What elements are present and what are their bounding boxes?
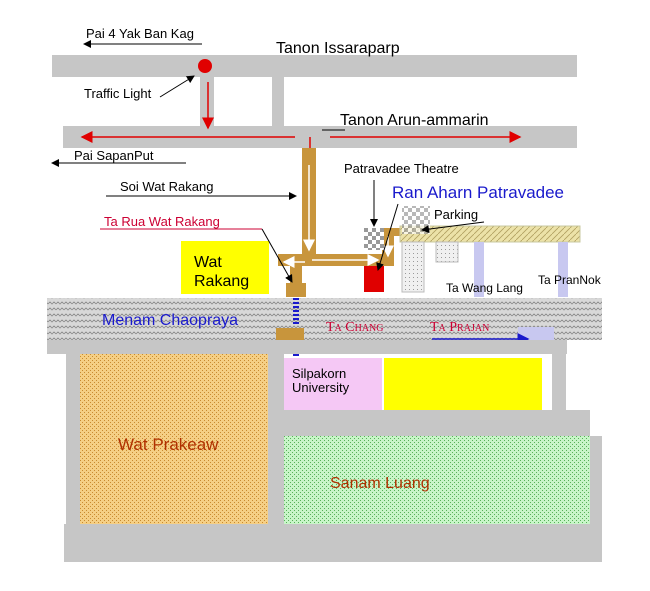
label-ta-wang-lang: Ta Wang Lang: [446, 281, 523, 295]
road-bottom: [64, 524, 602, 562]
patravadee-theatre-block: [364, 228, 384, 250]
soi-branch-top: [382, 228, 402, 236]
yellow-block-east: [384, 358, 542, 410]
road-connector-left: [200, 77, 214, 127]
label-tanon-issaraparp: Tanon Issaraparp: [276, 40, 400, 57]
label-wat-rakang-line2: Rakang: [194, 273, 249, 290]
parking-area: [399, 225, 581, 243]
pier-prannok-stalk: [558, 242, 568, 297]
label-sanam-luang: Sanam Luang: [330, 475, 430, 492]
road-middle-vertical: [268, 354, 284, 528]
road-right-vertical-lower: [590, 436, 602, 528]
pointer-restaurant: [376, 203, 399, 271]
label-traffic-light: Traffic Light: [84, 86, 152, 101]
pointer-traffic-light: [159, 75, 195, 98]
pointer-ta-rua-diag: [261, 228, 293, 283]
label-silpakorn-line1: Silpakorn: [292, 366, 346, 381]
label-soi-wat-rakang: Soi Wat Rakang: [120, 179, 213, 194]
pier-wang-lang-stalk: [474, 242, 484, 297]
pointer-parking: [421, 221, 485, 234]
wat-rakang-block: [181, 241, 269, 294]
label-parking: Parking: [434, 207, 478, 222]
silpakorn-block: [284, 358, 382, 410]
label-silpakorn-line2: University: [292, 380, 350, 395]
building-dotted-2: [435, 241, 459, 263]
road-riverside: [47, 340, 567, 354]
label-pai-sapanput: Pai SapanPut: [74, 148, 154, 163]
road-left-vertical: [66, 354, 80, 528]
road-right-vertical: [552, 354, 566, 414]
road-issaraparp: [52, 55, 577, 77]
sanam-luang-block: [284, 436, 590, 524]
label-patravadee-theatre: Patravadee Theatre: [344, 161, 459, 176]
traffic-light-icon: [198, 59, 212, 73]
road-mid-horizontal: [268, 410, 590, 436]
pier-wat-rakang: [286, 283, 306, 297]
restaurant-block: [364, 266, 384, 292]
river-chaopraya: [47, 298, 602, 340]
label-wat-prakeaw: Wat Prakeaw: [118, 435, 219, 454]
label-ta-chang: Ta Chang: [326, 320, 384, 335]
label-wat-rakang-line1: Wat: [194, 254, 222, 271]
label-pai-yak-ban-kag: Pai 4 Yak Ban Kag: [86, 26, 194, 41]
label-ran-aharn-patravadee: Ran Aharn Patravadee: [392, 183, 564, 202]
label-ta-rua-wat-rakang: Ta Rua Wat Rakang: [104, 214, 220, 229]
label-menam-chaopraya: Menam Chaopraya: [102, 312, 238, 329]
wat-prakeaw-block: [80, 354, 268, 524]
road-connector-right: [272, 77, 284, 127]
road-arun-ammarin: [63, 126, 577, 148]
building-dotted: [401, 241, 425, 293]
label-ta-prannok: Ta PranNok: [538, 273, 602, 287]
label-tanon-arun-ammarin: Tanon Arun-ammarin: [340, 112, 489, 129]
label-ta-prajan: Ta Prajan: [430, 320, 489, 335]
